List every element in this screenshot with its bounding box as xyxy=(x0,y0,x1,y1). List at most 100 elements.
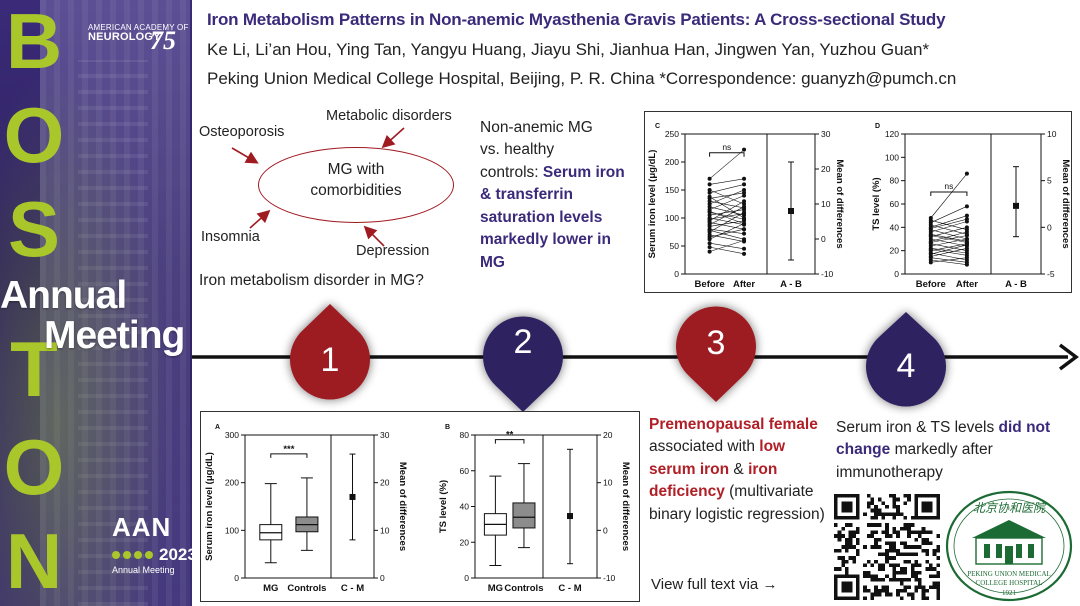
qr-code[interactable] xyxy=(834,494,940,600)
y-tick-label: 200 xyxy=(665,157,679,167)
qr-module xyxy=(834,494,838,498)
point-before xyxy=(707,213,712,218)
aan-logo-year-row: 2023 xyxy=(112,545,192,565)
comorbidity-ellipse xyxy=(258,147,454,223)
point-before xyxy=(928,216,933,220)
point-after xyxy=(742,188,747,192)
qr-module xyxy=(892,526,897,531)
seal-chars: 北京协和医院 xyxy=(973,501,1047,515)
paired-line xyxy=(930,257,967,263)
qr-module xyxy=(892,556,897,560)
diff-tick-label: 5 xyxy=(1047,176,1052,186)
category-label: Controls xyxy=(287,583,326,594)
qr-module xyxy=(914,501,919,505)
diff-tick-label: 10 xyxy=(380,525,390,535)
qr-module xyxy=(892,497,897,502)
qr-module xyxy=(910,545,915,549)
qr-module xyxy=(881,552,886,557)
qr-module xyxy=(848,534,853,538)
point-before xyxy=(707,249,712,254)
point-before xyxy=(707,217,712,222)
qr-module xyxy=(936,596,940,600)
qr-module xyxy=(892,504,897,509)
seal-line2: COLLEGE HOSPITAL xyxy=(976,579,1043,587)
qr-module xyxy=(855,585,860,590)
qr-module xyxy=(925,501,930,505)
y-axis-label: TS level (%) xyxy=(438,480,449,533)
finding-2-line: Non-anemic MG xyxy=(480,119,593,136)
qr-module xyxy=(863,563,867,568)
qr-module xyxy=(929,541,933,546)
y-tick-label: 200 xyxy=(225,478,239,488)
diff-tick-label: -10 xyxy=(603,573,616,583)
qr-module xyxy=(881,589,886,593)
qr-module xyxy=(841,563,845,568)
qr-module xyxy=(837,548,842,553)
paired-line xyxy=(709,195,745,210)
qr-module xyxy=(870,596,875,600)
qr-module xyxy=(863,570,867,575)
qr-module xyxy=(870,545,875,549)
qr-module xyxy=(892,574,897,579)
qr-module xyxy=(870,501,875,505)
qr-module xyxy=(844,508,849,513)
qr-module xyxy=(844,515,849,520)
qr-module xyxy=(925,567,930,571)
qr-module xyxy=(855,574,860,579)
qr-module xyxy=(896,552,900,557)
qr-module xyxy=(914,537,919,542)
paired-line xyxy=(709,242,745,250)
qr-module xyxy=(885,589,889,593)
qr-module xyxy=(834,592,838,597)
qr-module xyxy=(837,534,842,538)
center-line1: MG with xyxy=(327,161,385,178)
paired-line xyxy=(930,231,967,242)
paired-line xyxy=(709,192,745,199)
qr-module xyxy=(921,592,926,597)
qr-module xyxy=(877,578,882,582)
point-before xyxy=(707,241,712,246)
finding-3-plain: associated with xyxy=(649,438,760,456)
qr-module xyxy=(885,523,889,527)
qr-module xyxy=(877,497,882,502)
paired-line xyxy=(709,210,745,224)
marker-2-shape xyxy=(483,316,563,412)
qr-module xyxy=(918,585,922,590)
qr-module xyxy=(903,515,908,520)
qr-module xyxy=(874,508,878,513)
finding-3-red: Premenopausal female xyxy=(649,416,818,433)
qr-module xyxy=(921,508,926,513)
qr-module xyxy=(892,567,897,571)
qr-module xyxy=(936,508,940,513)
qr-module xyxy=(892,563,897,568)
qr-module xyxy=(921,515,926,520)
view-full-text-link[interactable]: View full text via → xyxy=(651,576,778,593)
qr-module xyxy=(837,567,842,571)
paired-line xyxy=(930,224,967,235)
qr-module xyxy=(907,534,911,538)
qr-module xyxy=(852,530,856,535)
point-before xyxy=(707,235,712,240)
qr-module xyxy=(910,515,915,520)
qr-module xyxy=(844,581,849,586)
diff-tick-label: -5 xyxy=(1047,269,1055,279)
qr-module xyxy=(918,581,922,586)
paired-line xyxy=(709,149,745,180)
qr-module xyxy=(866,570,871,575)
qr-module xyxy=(936,556,940,560)
qr-module xyxy=(874,589,878,593)
qr-module xyxy=(877,512,882,516)
qr-module xyxy=(870,578,875,582)
point-after xyxy=(742,251,747,256)
y-tick-label: 250 xyxy=(665,129,679,139)
qr-module xyxy=(885,512,889,516)
poster-affiliation: Peking Union Medical College Hospital, B… xyxy=(207,69,957,88)
qr-module xyxy=(925,552,930,557)
qr-module xyxy=(837,537,842,542)
qr-module xyxy=(899,581,904,586)
qr-module xyxy=(929,515,933,520)
qr-module xyxy=(852,556,856,560)
y-tick-label: 40 xyxy=(460,502,470,512)
